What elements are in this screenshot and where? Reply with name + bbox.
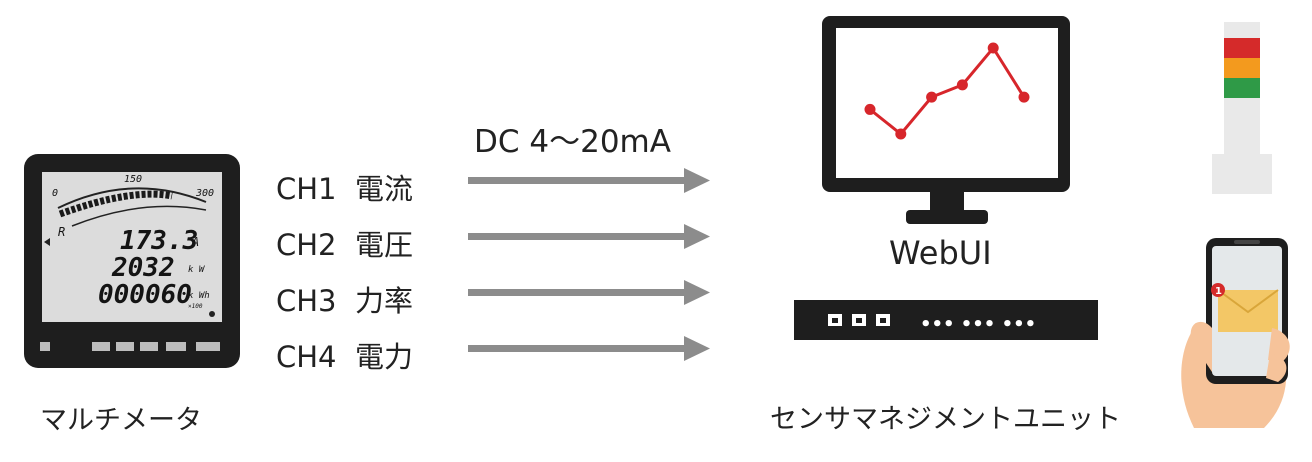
chart-data-point — [895, 128, 907, 140]
phase-label: R — [58, 225, 65, 239]
multimeter-label: マルチメータ — [40, 405, 202, 436]
reading-energy: 000060 — [98, 280, 192, 310]
signal-arrows — [468, 168, 710, 361]
chart-data-point — [987, 42, 999, 54]
meter-button[interactable] — [166, 342, 186, 351]
reading-power: 2032 — [111, 253, 175, 283]
signal-type-label: DC 4～20mA — [474, 124, 671, 160]
scale-min-label: 0 — [52, 188, 58, 199]
multimeter-device: 0 150 300 R 173.3 A 2032 k W 000060 k Wh… — [24, 154, 240, 368]
meter-button[interactable] — [40, 342, 50, 351]
webui-label: WebUI — [889, 234, 992, 272]
notification-badge-icon — [1211, 283, 1225, 297]
scale-max-label: 300 — [195, 188, 214, 199]
chart-data-point — [864, 103, 876, 115]
mail-icon — [1217, 289, 1279, 332]
channel-4-label: CH4 電力 — [276, 340, 413, 374]
orange-lamp-icon — [1224, 58, 1260, 78]
meter-button[interactable] — [92, 342, 110, 351]
smartphone-notification: 1 — [1181, 238, 1290, 428]
sensor-unit-label: センサマネジメントユニット — [770, 404, 1121, 435]
unit-power: k W — [188, 265, 206, 275]
chart-series-line — [869, 45, 1026, 137]
chart-data-point — [1018, 91, 1030, 103]
phase-arrow-icon — [44, 238, 50, 246]
unit-energy: k Wh — [188, 291, 210, 301]
sensor-management-unit: ••• ••• ••• — [794, 300, 1098, 340]
reading-current: 173.3 — [120, 226, 198, 256]
meter-button[interactable] — [196, 342, 220, 351]
red-lamp-icon — [1224, 38, 1260, 58]
channel-3-label: CH3 力率 — [276, 284, 413, 318]
arrow-right-icon — [468, 224, 710, 249]
chart-data-point — [956, 79, 968, 91]
port-indicator-dots: ••• ••• ••• — [920, 314, 1036, 335]
channel-1-label: CH1 電流 — [276, 172, 413, 206]
channel-2-label: CH2 電圧 — [276, 228, 413, 262]
webui-line-chart — [864, 42, 1030, 140]
meter-button[interactable] — [140, 342, 158, 351]
monitor-device — [822, 16, 1070, 224]
arrow-right-icon — [468, 336, 710, 361]
notification-count: 1 — [1215, 286, 1222, 297]
multiplier-label: ×100 — [188, 303, 203, 310]
green-lamp-icon — [1224, 78, 1260, 98]
meter-button[interactable] — [116, 342, 134, 351]
arrow-right-icon — [468, 168, 710, 193]
scale-mid-label: 150 — [124, 174, 142, 185]
arrow-right-icon — [468, 280, 710, 305]
unit-current: A — [191, 235, 199, 249]
signal-tower-icon — [1212, 22, 1272, 194]
chart-data-point — [926, 91, 938, 103]
